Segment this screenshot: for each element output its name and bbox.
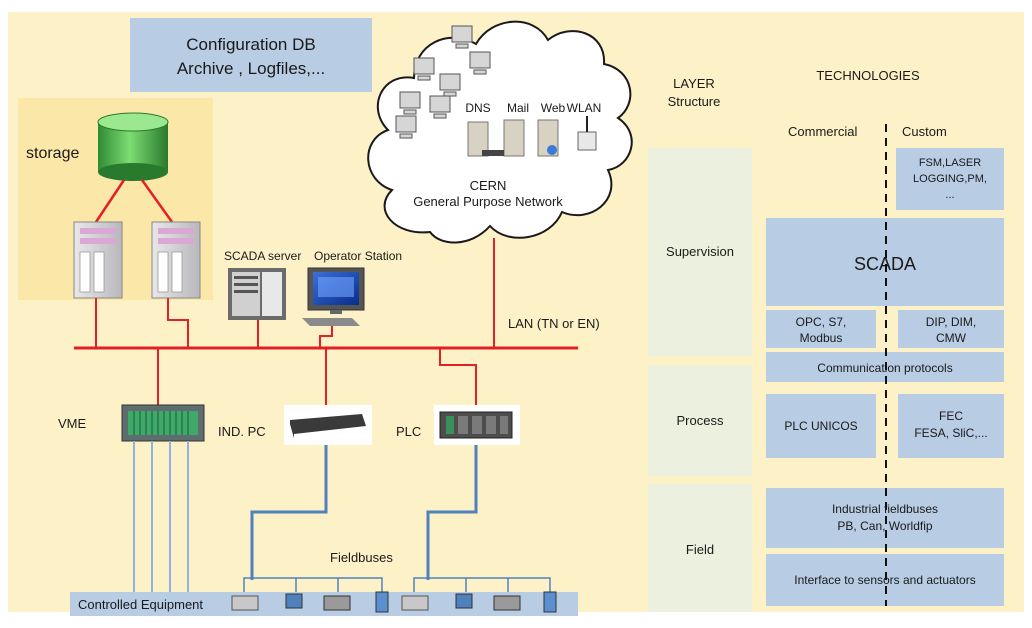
tech-plc-unicos-label: PLC UNICOS [784,419,857,433]
tech-opc-box [766,310,876,348]
layer-process-label: Process [677,413,724,428]
tech-custom-top-line2: LOGGING,PM, [913,173,987,185]
ind-pc-label: IND. PC [218,424,266,439]
wlan-antenna-icon [577,116,597,151]
cern-network-cloud [367,20,633,244]
tech-custom-top-box [896,148,1004,210]
tech-fec-box [898,394,1004,458]
globe-icon [547,145,557,155]
lan-label: LAN (TN or EN) [508,316,600,331]
storage-link-left [94,179,126,223]
configuration-db-box: Configuration DB Archive , Logfiles,... [130,18,372,92]
controlled-equipment-label: Controlled Equipment [78,597,203,612]
storage-cylinder-icon [97,112,169,181]
tech-fec-line2: FESA, SliC,... [914,426,987,440]
tech-dip-box [898,310,1004,348]
operator-station-label: Operator Station [314,249,402,263]
tech-dip-line1: DIP, DIM, [926,315,976,329]
cloud-service-wlan: WLAN [567,101,602,115]
commercial-label: Commercial [788,124,857,139]
config-db-line2: Archive , Logfiles,... [177,59,325,78]
vme-cables [133,441,189,592]
layer-supervision-label: Supervision [666,244,734,259]
tech-scada-box [766,218,1004,306]
tech-fec-line1: FEC [939,409,963,423]
cloud-line1: CERN [470,178,507,193]
scada-server-icon [228,268,286,320]
field-device-icons [231,591,557,613]
layer-field-box [648,484,752,612]
scada-server-label: SCADA server [224,249,301,263]
technologies-header: TECHNOLOGIES [816,68,920,83]
vme-crate-icon [121,404,205,442]
tech-opc-line1: OPC, S7, [796,315,847,329]
operator-station-icon [302,267,365,326]
keyboard-icon [482,150,504,156]
layer-field-label: Field [686,542,714,557]
plc-label: PLC [396,424,421,439]
fieldbus-lines [250,445,478,580]
storage-link-right [140,179,174,223]
cloud-service-mail: Mail [507,101,529,115]
layer-header-line1: LAYER [673,76,715,91]
tech-fieldbuses-line2: PB, Can, Worldfip [837,519,932,533]
tech-custom-top-line1: FSM,LASER [919,157,981,169]
archive-server-right-icon [151,221,201,299]
custom-label: Custom [902,124,947,139]
storage-label: storage [26,145,79,162]
config-db-line1: Configuration DB [186,35,315,54]
lan-connections [95,238,495,405]
layer-process-box [648,366,752,476]
archive-server-left-icon [73,221,123,299]
fieldbuses-label: Fieldbuses [330,550,393,565]
layer-supervision-box [648,148,752,356]
tech-plc-unicos-box [766,394,876,458]
tech-dip-line2: CMW [936,331,967,345]
industrial-pc-icon [284,405,372,445]
cloud-service-dns: DNS [465,101,490,115]
vme-label: VME [58,416,87,431]
cloud-workstation-icons [395,25,491,139]
fieldbus-branches [243,577,551,596]
plc-icon [434,405,520,445]
layer-header-line2: Structure [668,94,721,109]
tech-custom-top-line3: ... [945,189,954,201]
tech-opc-line2: Modbus [800,331,843,345]
cloud-server-icons [467,119,559,157]
cloud-service-web: Web [541,101,566,115]
cloud-line2: General Purpose Network [413,194,563,209]
